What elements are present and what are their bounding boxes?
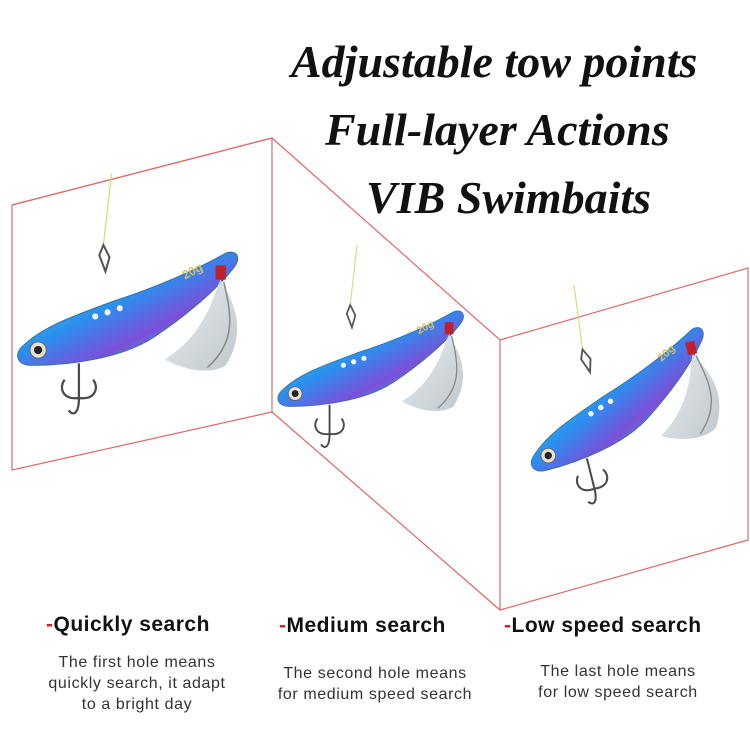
mode-description-quick: The first hole means quickly search, it … [22,652,252,715]
headline: Adjustable tow points Full-layer Actions… [0,28,750,232]
mode-title: Medium search [286,614,446,637]
desc-line: for medium speed search [277,686,473,703]
accent-dash: - [504,614,512,637]
accent-dash: - [46,613,54,636]
lure-slow: 20g [490,256,738,517]
lure-medium: 20g [276,243,465,448]
desc-line: The last hole means [540,663,696,680]
mode-title: Quickly search [53,613,210,636]
desc-line: for low speed search [538,684,698,701]
desc-line: to a bright day [81,696,193,713]
headline-line-2: Full-layer Actions [325,104,670,155]
frame-line [271,137,501,612]
headline-line-1: Adjustable tow points [291,36,698,87]
desc-line: The second hole means [283,665,467,682]
desc-line: The first hole means [58,654,216,671]
mode-description-slow: The last hole means for low speed search [506,661,730,703]
frame-line [499,267,749,611]
lure-fast: 20g [16,172,239,415]
mode-label-slow: -Low speed search [504,614,702,638]
frame-line [11,137,273,206]
mode-label-medium: -Medium search [279,614,446,638]
headline-line-3: VIB Swimbaits [366,172,652,223]
mode-label-quick: -Quickly search [46,613,210,637]
mode-title: Low speed search [511,614,702,637]
desc-line: quickly search, it adapt [48,675,226,692]
accent-dash: - [279,614,287,637]
mode-description-medium: The second hole means for medium speed s… [262,663,488,705]
